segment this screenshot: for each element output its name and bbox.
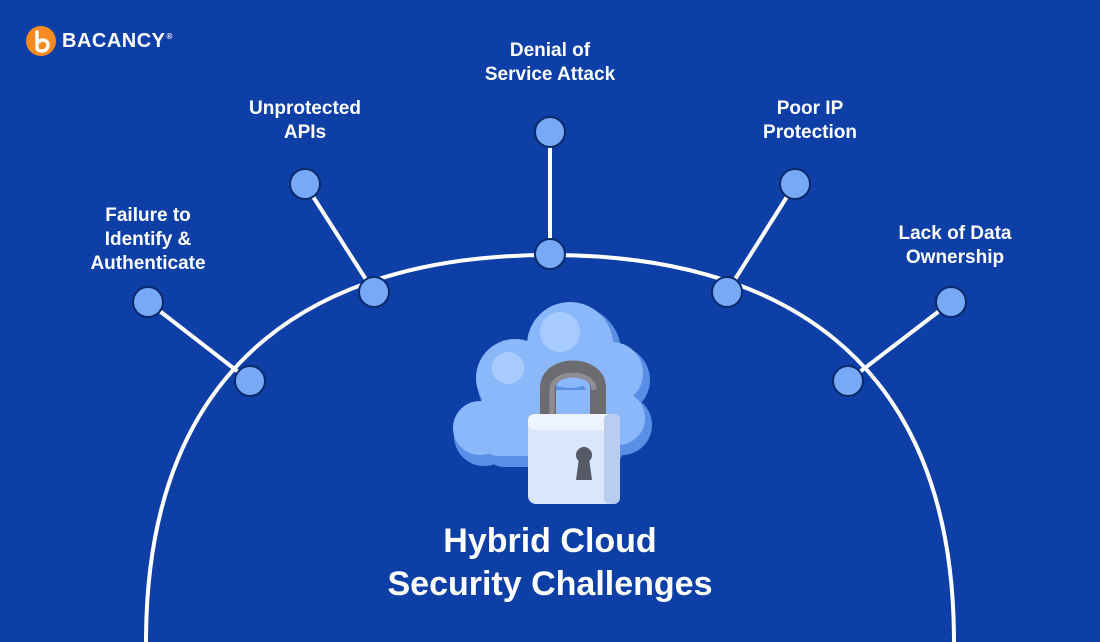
outer-node-lack-of-data-ownership: [935, 286, 967, 318]
arc-node-lack-of-data-ownership: [832, 365, 864, 397]
label-lack-of-data-ownership: Lack of Data Ownership: [898, 223, 1012, 268]
arc-node-denial-of-service: [534, 238, 566, 270]
outer-node-denial-of-service: [534, 116, 566, 148]
brand-name: BACANCY®: [62, 30, 173, 52]
outer-node-unprotected-apis: [289, 168, 321, 200]
title-line-2: Security Challenges: [387, 565, 713, 603]
label-unprotected-apis: Unprotected APIs: [249, 98, 361, 143]
arc-node-unprotected-apis: [358, 276, 390, 308]
connector-failure-to-identify: [146, 300, 252, 383]
title-line-1: Hybrid Cloud: [443, 522, 657, 560]
outer-node-poor-ip-protection: [779, 168, 811, 200]
label-denial-of-service: Denial of Service Attack: [484, 40, 616, 85]
connector-unprotected-apis: [303, 182, 376, 294]
brand-logo[interactable]: BACANCY®: [26, 26, 173, 56]
connector-poor-ip-protection: [725, 182, 797, 294]
label-poor-ip-protection: Poor IP Protection: [763, 98, 857, 143]
arc-node-failure-to-identify: [234, 365, 266, 397]
registered-mark: ®: [166, 32, 173, 42]
cloud-lock-icon: [453, 302, 652, 504]
bacancy-logo-icon: [26, 26, 56, 56]
label-failure-to-identify: Failure to Identify & Authenticate: [90, 205, 206, 274]
page-title: Hybrid Cloud Security Challenges: [387, 520, 712, 606]
arc-node-poor-ip-protection: [711, 276, 743, 308]
outer-node-failure-to-identify: [132, 286, 164, 318]
connector-lack-of-data-ownership: [846, 300, 953, 383]
